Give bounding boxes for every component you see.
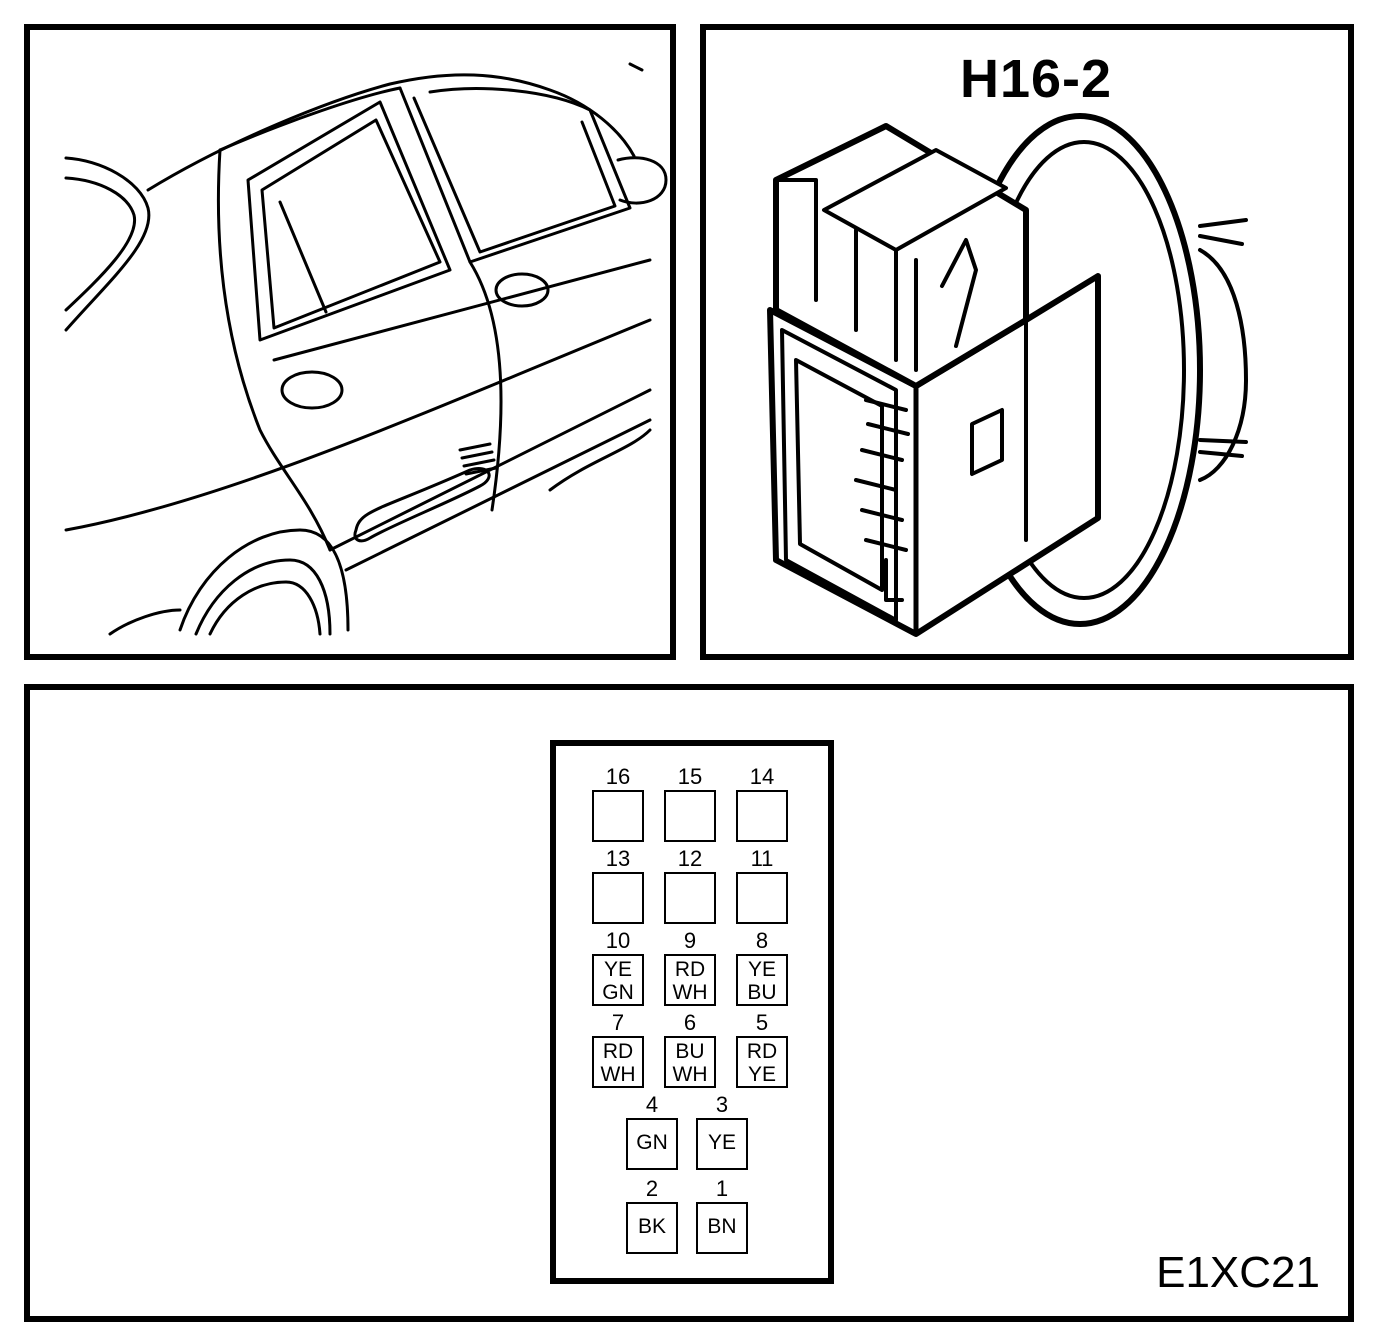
pin-number: 8 (755, 928, 769, 953)
pin-cavity: GN (626, 1118, 678, 1170)
figure-reference: E1XC21 (1156, 1248, 1320, 1297)
pin-cavity: BN (696, 1202, 748, 1254)
pin-number: 12 (677, 846, 703, 871)
pin-number: 10 (605, 928, 631, 953)
pin-number: 5 (755, 1010, 769, 1035)
wire-color-code: YE (603, 958, 632, 981)
pin-number: 3 (715, 1092, 729, 1117)
pin-number: 9 (683, 928, 697, 953)
pin-number: 15 (677, 764, 703, 789)
vehicle-location-panel (24, 24, 676, 660)
pin-cavity: BK (626, 1202, 678, 1254)
wire-color-code: BK (637, 1215, 666, 1238)
vehicle-rear-door-illustration (64, 62, 668, 636)
wire-color-code: YE (747, 1063, 776, 1086)
pin-12: 12 (660, 848, 720, 924)
pin-13: 13 (588, 848, 648, 924)
wire-color-code: RD (674, 958, 706, 981)
pin-cavity (736, 872, 788, 924)
wire-color-code: BU (747, 981, 777, 1004)
pin-14: 14 (732, 766, 792, 842)
pin-cavity (592, 790, 644, 842)
connector-view-panel: H16-2 (700, 24, 1354, 660)
wire-color-code: BU (675, 1040, 705, 1063)
pin-cavity (664, 872, 716, 924)
pin-number: 1 (715, 1176, 729, 1201)
pin-number: 7 (611, 1010, 625, 1035)
wire-color-code: WH (672, 1063, 708, 1086)
wire-color-code: BN (707, 1215, 737, 1238)
pin-cavity (664, 790, 716, 842)
pin-cavity: YE (696, 1118, 748, 1170)
wire-color-code: YE (747, 958, 776, 981)
pin-11: 11 (732, 848, 792, 924)
pin-cavity (592, 872, 644, 924)
wire-color-code: YE (707, 1131, 736, 1154)
pin-number: 2 (645, 1176, 659, 1201)
pin-number: 14 (749, 764, 775, 789)
pin-15: 15 (660, 766, 720, 842)
wire-color-code: WH (672, 981, 708, 1004)
pin-cavity (736, 790, 788, 842)
pin-number: 4 (645, 1092, 659, 1117)
wire-color-code: WH (600, 1063, 636, 1086)
connector-id-label: H16-2 (959, 49, 1113, 109)
pin-number: 6 (683, 1010, 697, 1035)
pin-number: 11 (750, 846, 774, 871)
wire-color-code: RD (746, 1040, 778, 1063)
pin-number: 16 (605, 764, 631, 789)
connector-illustration (767, 113, 1248, 637)
pin-number: 13 (605, 846, 631, 871)
wire-color-code: GN (602, 981, 634, 1004)
wire-color-code: RD (602, 1040, 634, 1063)
pin-16: 16 (588, 766, 648, 842)
wire-color-code: GN (636, 1131, 668, 1154)
